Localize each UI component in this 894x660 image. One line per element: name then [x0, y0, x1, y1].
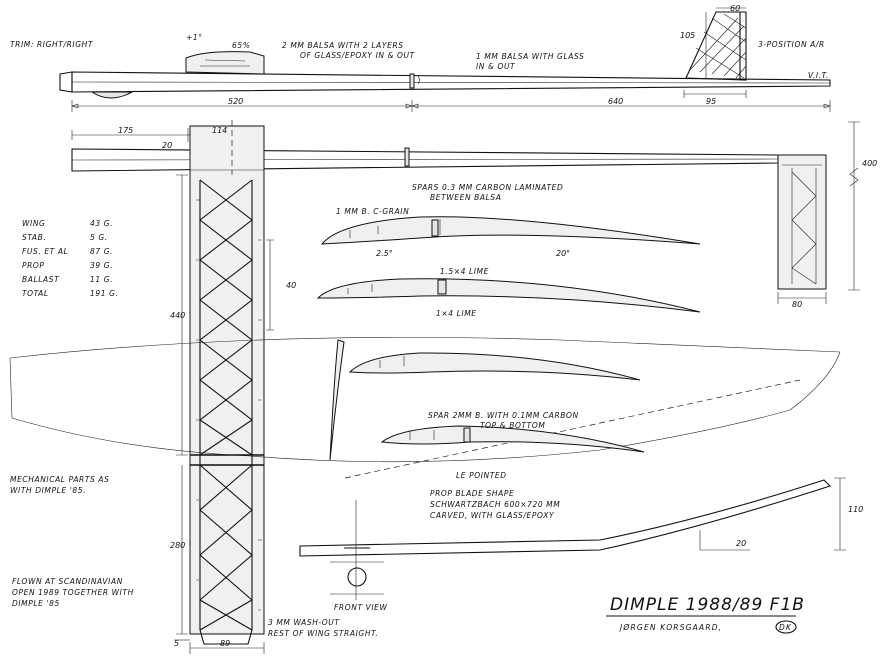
dim-60: 60	[730, 4, 740, 13]
wing-panel	[189, 120, 265, 645]
note-trim: TRIM: RIGHT/RIGHT	[10, 40, 94, 49]
title-block: DIMPLE 1988/89 F1B JØRGEN KORSGAARD, DK	[606, 595, 805, 634]
note-flown-3: DIMPLE '85	[12, 599, 60, 608]
dim-440: 440	[170, 311, 185, 320]
note-flown-1: FLOWN AT SCANDINAVIAN	[12, 577, 123, 586]
weight-value: 11 G.	[90, 275, 113, 284]
note-spars-1: SPARS 0.3 MM CARBON LAMINATED	[412, 183, 563, 192]
dim-105: 105	[680, 31, 695, 40]
note-balsa-1mm-2: IN & OUT	[476, 62, 516, 71]
dim-110: 110	[848, 505, 863, 514]
note-plus-one: +1°	[186, 33, 203, 42]
note-front-view: FRONT VIEW	[334, 603, 388, 612]
note-flown-2: OPEN 1989 TOGETHER WITH	[12, 588, 134, 597]
side-view	[59, 7, 831, 112]
weight-label: TOTAL	[22, 289, 49, 298]
dim-2-5-deg: 2.5°	[376, 249, 393, 258]
dim-80: 80	[792, 300, 802, 309]
note-balsa-2mm-1: 2 MM BALSA WITH 2 LAYERS	[282, 41, 404, 50]
weight-label: PROP	[22, 261, 45, 270]
country-badge	[775, 620, 797, 634]
dim-175: 175	[118, 126, 133, 135]
weight-value: 87 G.	[90, 247, 113, 256]
dimension-labels: 60 105 95 520 640 175 114 20 400 80 40 4…	[118, 4, 877, 648]
weight-value: 191 G.	[90, 289, 119, 298]
dim-280: 280	[170, 541, 185, 550]
note-balsa-2mm-2: OF GLASS/EPOXY IN & OUT	[300, 51, 416, 60]
note-vit: V.I.T.	[808, 71, 829, 80]
note-spars-2: BETWEEN BALSA	[430, 193, 502, 202]
dim-114: 114	[212, 126, 227, 135]
note-spar2-1: SPAR 2MM B. WITH 0.1MM CARBON	[428, 411, 579, 420]
dim-400: 400	[862, 159, 877, 168]
note-pylon-pct: 65%	[232, 41, 250, 50]
dim-5: 5	[174, 639, 179, 648]
annotations: TRIM: RIGHT/RIGHT +1° 65% 2 MM BALSA WIT…	[10, 33, 829, 638]
weight-value: 43 G.	[90, 219, 113, 228]
weight-label: STAB.	[22, 233, 46, 242]
weights-table: WING 43 G. STAB. 5 G. FUS. ET AL 87 G. P…	[22, 219, 119, 298]
front-view	[299, 477, 846, 600]
weight-label: FUS. ET AL	[22, 247, 68, 256]
note-washout-2: REST OF WING STRAIGHT.	[268, 629, 378, 638]
dim-89: 89	[220, 639, 230, 648]
note-prop-1: PROP BLADE SHAPE	[430, 489, 514, 498]
note-3-position-ar: 3-POSITION A/R	[758, 40, 825, 49]
dim-520: 520	[228, 97, 243, 106]
dim-20: 20	[162, 141, 172, 150]
weight-label: BALLAST	[22, 275, 60, 284]
dim-20b: 20	[736, 539, 746, 548]
weight-value: 39 G.	[90, 261, 113, 270]
dim-40: 40	[286, 281, 296, 290]
note-balsa-1mm-1: 1 MM BALSA WITH GLASS	[476, 52, 584, 61]
drawing-author: JØRGEN KORSGAARD,	[618, 623, 722, 632]
airfoil-sections	[316, 216, 701, 461]
weight-label: WING	[22, 219, 45, 228]
dim-640: 640	[608, 97, 623, 106]
note-washout-1: 3 MM WASH-OUT	[268, 618, 340, 627]
country-badge-text: DK	[779, 623, 792, 632]
note-lime-1: 1.5×4 LIME	[440, 267, 489, 276]
dim-20-deg: 20°	[556, 249, 570, 258]
note-c-grain: 1 MM B. C-GRAIN	[336, 207, 409, 216]
drawing-title: DIMPLE 1988/89 F1B	[610, 595, 805, 615]
note-mech-1: MECHANICAL PARTS AS	[10, 475, 109, 484]
top-view	[71, 120, 860, 654]
note-mech-2: WITH DIMPLE '85.	[10, 486, 86, 495]
note-spar2-2: TOP & BOTTOM	[480, 421, 545, 430]
prop-blade-outline	[9, 337, 841, 479]
note-prop-2: SCHWARTZBACH 600×720 MM	[430, 500, 560, 509]
note-le-pointed: LE POINTED	[456, 471, 507, 480]
note-prop-3: CARVED, WITH GLASS/EPOXY	[430, 511, 555, 520]
note-lime-2: 1×4 LIME	[436, 309, 477, 318]
weight-value: 5 G.	[90, 233, 108, 242]
dim-95: 95	[706, 97, 716, 106]
